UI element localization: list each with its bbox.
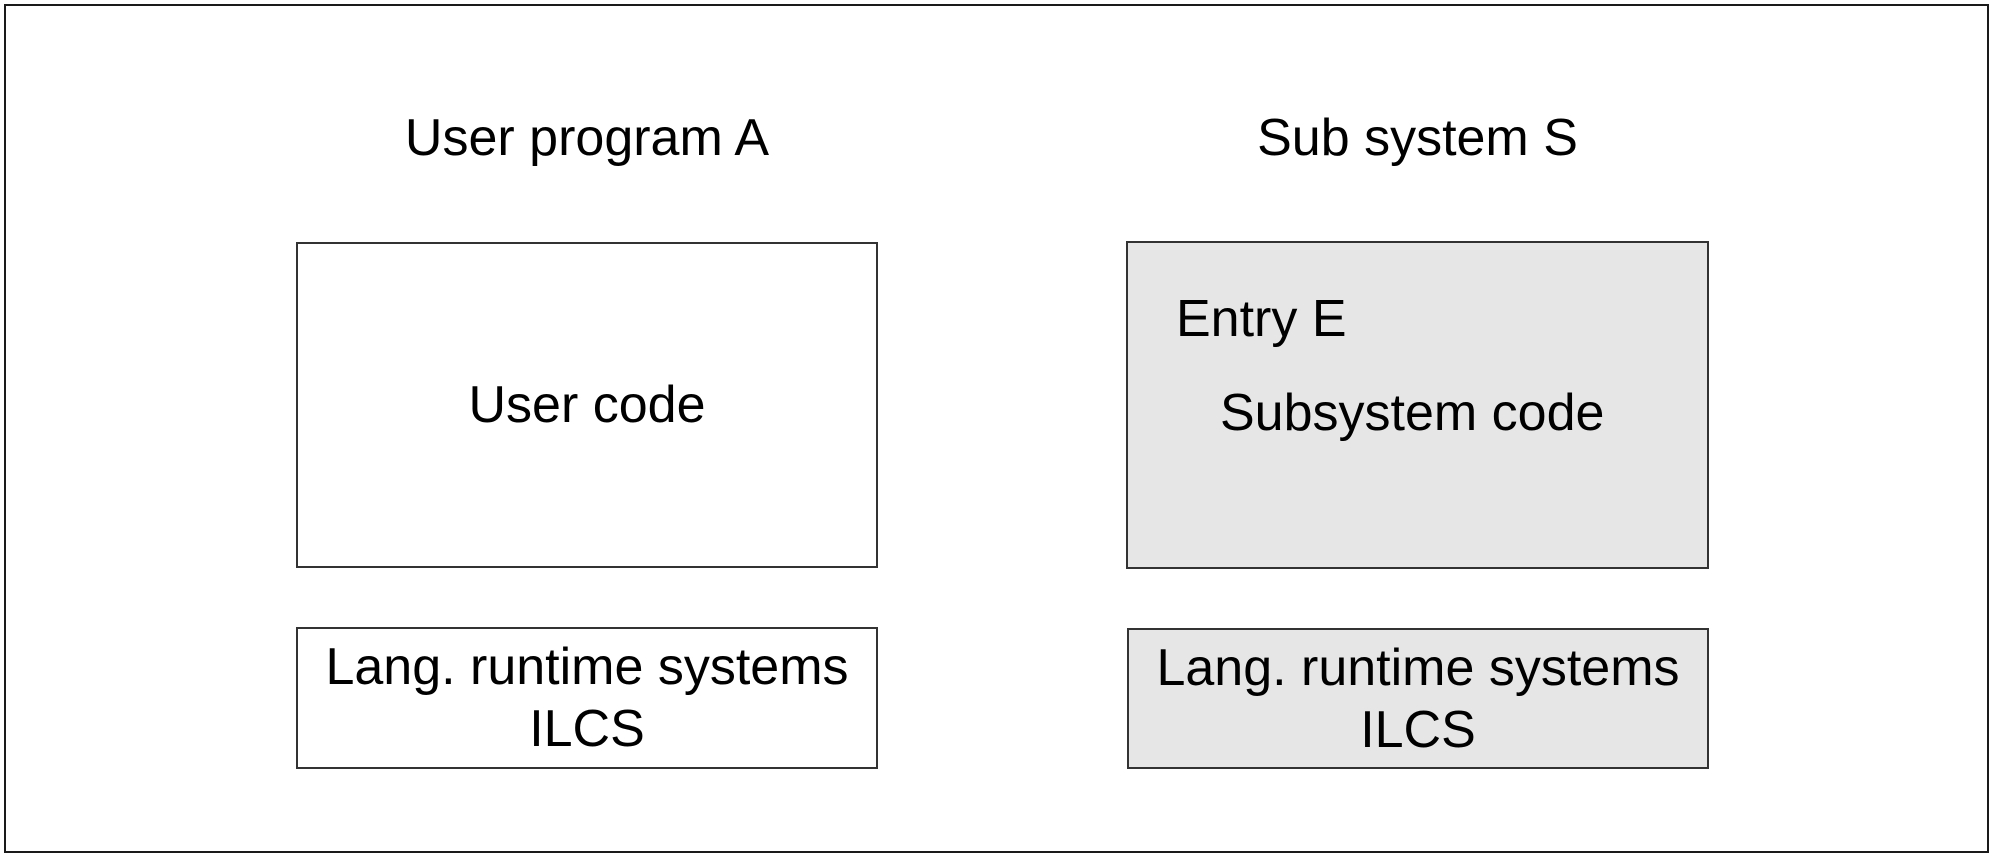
left-runtime-line2: ILCS — [529, 700, 645, 758]
right-column-title: Sub system S — [1257, 109, 1578, 167]
subsystem-code-box: Entry E Subsystem code — [1126, 241, 1709, 569]
user-code-label: User code — [468, 376, 706, 434]
user-code-box: User code — [296, 242, 878, 568]
right-runtime-line2: ILCS — [1360, 700, 1476, 759]
entry-label: Entry E — [1176, 290, 1347, 348]
subsystem-code-label: Subsystem code — [1220, 384, 1605, 442]
left-runtime-line1: Lang. runtime systems — [325, 638, 849, 696]
left-column-title: User program A — [404, 109, 770, 167]
right-runtime-box: Lang. runtime systems ILCS — [1127, 628, 1709, 769]
right-runtime-line1: Lang. runtime systems — [1156, 638, 1680, 697]
left-runtime-box: Lang. runtime systems ILCS — [296, 627, 878, 769]
diagram-outer-frame: User program A Sub system S User code En… — [4, 4, 1989, 853]
